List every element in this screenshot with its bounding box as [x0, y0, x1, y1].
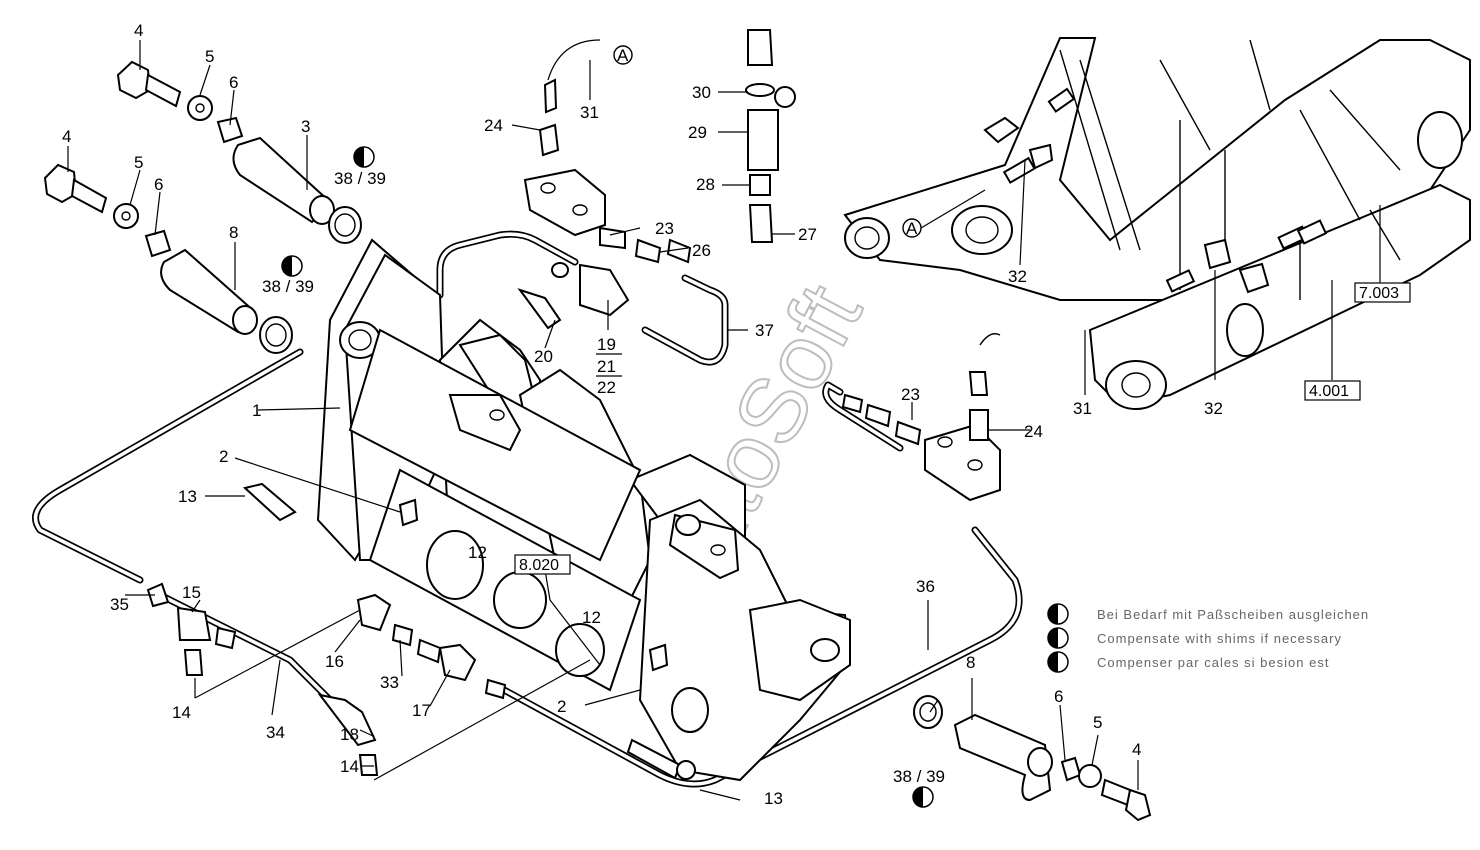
part-label-4: 4: [134, 21, 143, 40]
part-label-35: 35: [110, 595, 129, 614]
loader-arm-assembly: [843, 37, 1471, 410]
part-label-16: 16: [325, 652, 344, 671]
part-label-33: 33: [380, 673, 399, 692]
part-label-37: 37: [755, 321, 774, 340]
part-label-18: 18: [340, 725, 359, 744]
part-label-31: 31: [1073, 399, 1092, 418]
part-label-2: 2: [219, 447, 228, 466]
part-label-30: 30: [692, 83, 711, 102]
hydraulic-lines: [32, 230, 1023, 788]
part-label-4: 4: [1132, 740, 1141, 759]
part-label-24: 24: [1024, 422, 1043, 441]
part-label-14: 14: [172, 703, 191, 722]
shim-markers: [281, 146, 1069, 808]
part-label-6: 6: [229, 73, 238, 92]
part-label-24: 24: [484, 116, 503, 135]
ref-box-8020-text: 8.020: [519, 557, 559, 574]
part-label-17: 17: [412, 701, 431, 720]
part-label-32: 32: [1008, 267, 1027, 286]
part-label-12: 12: [582, 608, 601, 627]
part-label-20: 20: [534, 347, 553, 366]
ref-box-4001: [1304, 380, 1361, 401]
part-label-6: 6: [1054, 687, 1063, 706]
part-label-31: 31: [580, 103, 599, 122]
part-label-12: 12: [468, 543, 487, 562]
center-block-fittings: [517, 29, 796, 330]
shim-note-legend: Bei Bedarf mit Paßscheiben ausgleichen C…: [1097, 607, 1369, 670]
part-label-2: 2: [557, 697, 566, 716]
right-pin-set: [913, 695, 1152, 822]
lower-left-fittings: [146, 482, 696, 780]
part-label-3: 3: [301, 117, 310, 136]
part-label-5: 5: [134, 153, 143, 172]
left-pin-set-lower: [43, 163, 293, 354]
part-label-8: 8: [229, 223, 238, 242]
part-label-38-39: 38 / 39: [893, 767, 945, 786]
left-pin-set-upper: [116, 60, 362, 244]
quick-coupler-frame: [316, 238, 852, 782]
part-label-6: 6: [154, 175, 163, 194]
part-label-21: 21: [597, 357, 616, 376]
part-label-34: 34: [266, 723, 285, 742]
part-label-1: 1: [252, 401, 261, 420]
note-german: Bei Bedarf mit Paßscheiben ausgleichen: [1097, 607, 1369, 622]
part-label-5: 5: [205, 47, 214, 66]
callout-a-text-left: A: [617, 46, 629, 65]
part-label-19: 19: [597, 335, 616, 354]
part-label-13: 13: [178, 487, 197, 506]
part-label-15: 15: [182, 583, 201, 602]
part-label-38-39: 38 / 39: [334, 169, 386, 188]
part-label-32: 32: [1204, 399, 1223, 418]
part-label-28: 28: [696, 175, 715, 194]
part-label-23: 23: [655, 219, 674, 238]
part-label-22: 22: [597, 378, 616, 397]
part-label-23: 23: [901, 385, 920, 404]
callout-a-marker-left: [613, 45, 633, 65]
ref-box-7003: [1354, 282, 1411, 303]
part-label-29: 29: [688, 123, 707, 142]
ref-box-7003-text: 7.003: [1359, 285, 1399, 302]
reference-boxes: 8.020 7.003 4.001: [514, 282, 1411, 575]
part-label-5: 5: [1093, 713, 1102, 732]
part-label-27: 27: [798, 225, 817, 244]
note-french: Compenser par cales si besion est: [1097, 655, 1329, 670]
part-label-8: 8: [966, 653, 975, 672]
part-label-14: 14: [340, 757, 359, 776]
part-label-26: 26: [692, 241, 711, 260]
part-labels: 4 5 6 3 38 / 39 4 5 6 8 38 / 39 1 2 13 1…: [62, 21, 1223, 808]
note-english: Compensate with shims if necessary: [1097, 631, 1342, 646]
callout-a-text-right: A: [906, 219, 918, 238]
ref-box-8020: [514, 554, 571, 575]
part-label-13: 13: [764, 789, 783, 808]
part-label-4: 4: [62, 127, 71, 146]
leader-lines: [67, 39, 1381, 801]
right-block-fittings: [841, 371, 1001, 502]
part-label-36: 36: [916, 577, 935, 596]
part-label-38-39: 38 / 39: [262, 277, 314, 296]
ref-box-4001-text: 4.001: [1309, 383, 1349, 400]
